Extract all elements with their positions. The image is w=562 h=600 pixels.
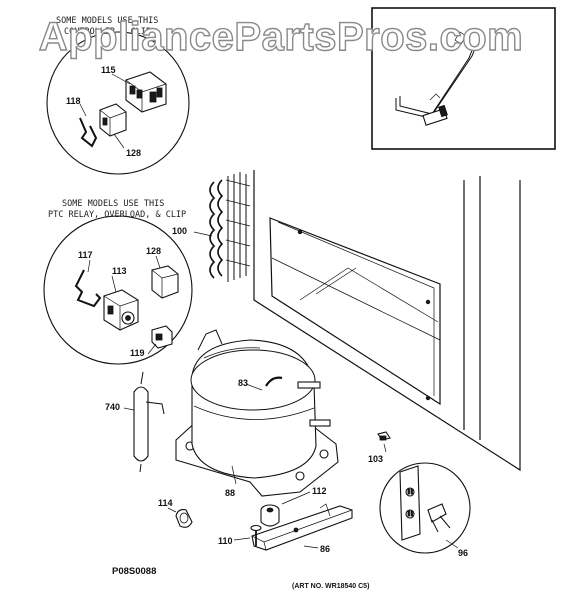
condenser-coil: 100 xyxy=(172,172,251,282)
grommet-112: 112 xyxy=(260,486,327,527)
compressor: 83 88 xyxy=(175,329,339,498)
clip-103: 103 xyxy=(368,431,391,464)
callout-113: 113 xyxy=(112,266,127,276)
callout-119: 119 xyxy=(130,348,145,358)
grommet-114: 114 xyxy=(158,498,193,528)
callout-110: 110 xyxy=(218,536,233,546)
mounting-plate: 86 xyxy=(251,503,353,554)
callout-117: 117 xyxy=(78,250,93,260)
refrigerator-cabinet xyxy=(253,170,521,472)
ptc-note-line2: PTC RELAY, OVERLOAD, & CLIP xyxy=(48,210,186,220)
ptc-clip-part xyxy=(74,269,102,308)
callout-100: 100 xyxy=(172,226,187,236)
ptc-overload-part xyxy=(151,265,179,299)
ptc-small-clip-part xyxy=(151,325,173,349)
wiring-inset xyxy=(371,7,556,150)
thermostat-sensor xyxy=(422,104,448,126)
clip-part xyxy=(79,117,98,148)
filter-dryer: 740 xyxy=(105,371,165,473)
callout-740: 740 xyxy=(105,402,120,412)
controller-clip-detail: SOME MODELS USE THIS CONTROLLER & CLIP 1… xyxy=(46,16,190,175)
ptc-relay-part xyxy=(103,289,139,331)
controller-part xyxy=(125,71,167,113)
ptc-note-line1: SOME MODELS USE THIS xyxy=(62,199,164,209)
diagram-code: P08S0088 xyxy=(112,566,156,577)
callout-128-ptc: 128 xyxy=(146,246,161,256)
watermark-logo: AppliancePartsPros.com xyxy=(39,15,524,59)
callout-118: 118 xyxy=(66,96,81,106)
controller-note-line2: CONTROLLER & CLIP xyxy=(64,27,151,37)
callout-115: 115 xyxy=(101,65,116,75)
callout-96: 96 xyxy=(458,548,468,558)
ptc-relay-detail: SOME MODELS USE THIS PTC RELAY, OVERLOAD… xyxy=(43,199,193,365)
callout-128: 128 xyxy=(126,148,141,158)
callout-103: 103 xyxy=(368,454,383,464)
screw-110: 110 xyxy=(218,524,262,546)
callout-83: 83 xyxy=(238,378,248,388)
relay-part xyxy=(99,103,127,137)
art-number: (ART NO. WR18540 C5) xyxy=(292,583,369,590)
callout-112: 112 xyxy=(312,486,327,496)
callout-114: 114 xyxy=(158,498,173,508)
outlet-detail: 96 xyxy=(379,462,471,558)
callout-88: 88 xyxy=(225,488,235,498)
callout-86: 86 xyxy=(320,544,330,554)
controller-note-line1: SOME MODELS USE THIS xyxy=(56,16,158,26)
